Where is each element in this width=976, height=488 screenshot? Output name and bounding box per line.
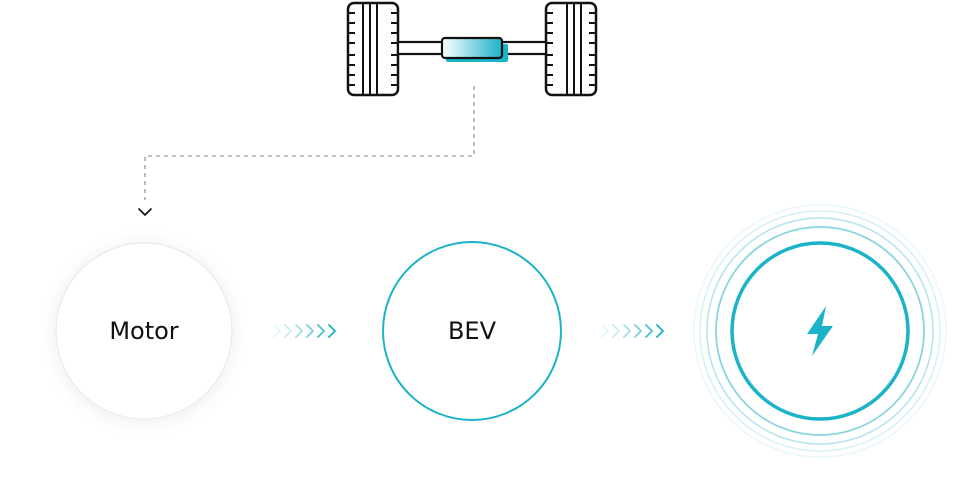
- bev-node: BEV: [382, 241, 562, 421]
- dashed-connector-arrow: [138, 86, 475, 216]
- flow-chevrons-1: [273, 324, 336, 338]
- right-wheel-icon: [544, 1, 598, 97]
- motor-node: Motor: [55, 242, 233, 420]
- bev-label: BEV: [448, 317, 497, 345]
- axle-with-motor-icon: [346, 1, 598, 97]
- pulse-ring-3: [706, 217, 934, 445]
- axle-shaft-icon: [396, 36, 548, 62]
- motor-label: Motor: [109, 317, 178, 345]
- flow-chevrons-2: [601, 324, 664, 338]
- left-wheel-icon: [346, 1, 400, 97]
- charging-node: [693, 204, 947, 458]
- pulse-ring-2: [715, 226, 925, 436]
- pulse-ring-4: [699, 210, 941, 452]
- pulse-ring-outer: [693, 204, 947, 458]
- lightning-bolt-icon: [807, 306, 833, 356]
